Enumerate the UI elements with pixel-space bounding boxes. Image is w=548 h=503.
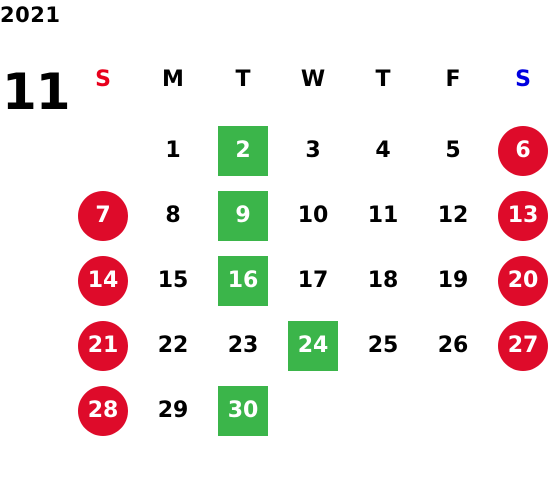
weekday-header-monday: M	[162, 67, 184, 92]
calendar-day[interactable]: 18	[367, 268, 399, 293]
calendar-day[interactable]: 8	[165, 203, 181, 228]
calendar-day-weekend[interactable]: 21	[78, 321, 128, 371]
calendar-day[interactable]: 26	[437, 333, 469, 358]
calendar-day[interactable]: 4	[375, 138, 391, 163]
calendar-day-cell	[348, 385, 418, 437]
calendar-day-weekend[interactable]: 27	[498, 321, 548, 371]
calendar-day[interactable]: 23	[227, 333, 259, 358]
calendar-day[interactable]: 3	[305, 138, 321, 163]
calendar-day-cell[interactable]: 18	[348, 255, 418, 307]
calendar-day-highlighted[interactable]: 24	[288, 321, 338, 371]
calendar-day-cell	[418, 385, 488, 437]
calendar-day[interactable]: 11	[367, 203, 399, 228]
calendar-day[interactable]: 5	[445, 138, 461, 163]
calendar-week-row: 1 2 3 4 5 6	[68, 125, 548, 177]
calendar-day[interactable]: 22	[157, 333, 189, 358]
calendar-day[interactable]: 29	[157, 398, 189, 423]
calendar-day-cell[interactable]: 4	[348, 125, 418, 177]
calendar-month: 11	[2, 63, 71, 121]
calendar-day[interactable]: 25	[367, 333, 399, 358]
calendar-year: 2021	[0, 3, 61, 27]
calendar-day-cell[interactable]: 16	[208, 255, 278, 307]
calendar-day-cell[interactable]: 2	[208, 125, 278, 177]
calendar-day-highlighted[interactable]: 30	[218, 386, 268, 436]
calendar-day-weekend[interactable]: 14	[78, 256, 128, 306]
calendar-day-cell[interactable]: 17	[278, 255, 348, 307]
calendar-week-row: 7 8 9 10 11 12 13	[68, 190, 548, 242]
calendar-day-cell[interactable]: 20	[488, 255, 548, 307]
calendar-week-row: 14 15 16 17 18 19 20	[68, 255, 548, 307]
calendar-day-cell[interactable]: 27	[488, 320, 548, 372]
calendar-day-cell	[278, 385, 348, 437]
weekday-header-thursday: T	[375, 67, 391, 92]
calendar-day-weekend[interactable]: 6	[498, 126, 548, 176]
calendar-day-cell[interactable]: 8	[138, 190, 208, 242]
weekday-header-saturday: S	[515, 67, 531, 92]
calendar-week-row: 28 29 30	[68, 385, 548, 437]
calendar-day-cell[interactable]: 6	[488, 125, 548, 177]
calendar-day-cell[interactable]: 10	[278, 190, 348, 242]
calendar-day-cell[interactable]: 13	[488, 190, 548, 242]
calendar-day-cell[interactable]: 3	[278, 125, 348, 177]
calendar-day-weekend[interactable]: 20	[498, 256, 548, 306]
weekday-header-friday: F	[445, 67, 461, 92]
calendar-day-cell[interactable]: 30	[208, 385, 278, 437]
calendar-day[interactable]: 17	[297, 268, 329, 293]
calendar-day-cell[interactable]: 1	[138, 125, 208, 177]
calendar-day-cell[interactable]: 26	[418, 320, 488, 372]
calendar-day-cell[interactable]: 19	[418, 255, 488, 307]
calendar-day-cell[interactable]: 9	[208, 190, 278, 242]
calendar-day-highlighted[interactable]: 16	[218, 256, 268, 306]
weekday-header-row: S M T W T F S	[68, 62, 548, 98]
calendar-day-cell[interactable]: 22	[138, 320, 208, 372]
calendar-day[interactable]: 19	[437, 268, 469, 293]
weekday-header-wednesday: W	[300, 67, 326, 92]
calendar-day-weekend[interactable]: 13	[498, 191, 548, 241]
calendar-day[interactable]: 12	[437, 203, 469, 228]
calendar-day-highlighted[interactable]: 2	[218, 126, 268, 176]
calendar-day-cell[interactable]: 11	[348, 190, 418, 242]
calendar-day-cell[interactable]: 14	[68, 255, 138, 307]
calendar-day-cell[interactable]: 7	[68, 190, 138, 242]
calendar-day-cell	[488, 385, 548, 437]
calendar-day-cell[interactable]: 12	[418, 190, 488, 242]
weekday-header-tuesday: T	[235, 67, 251, 92]
calendar-day-cell[interactable]: 28	[68, 385, 138, 437]
calendar-day-cell[interactable]: 5	[418, 125, 488, 177]
calendar-day[interactable]: 1	[165, 138, 181, 163]
calendar-day-highlighted[interactable]: 9	[218, 191, 268, 241]
calendar-week-row: 21 22 23 24 25 26 27	[68, 320, 548, 372]
calendar-day-cell[interactable]: 21	[68, 320, 138, 372]
calendar-day-weekend[interactable]: 7	[78, 191, 128, 241]
calendar-day-cell	[68, 125, 138, 177]
calendar-day-cell[interactable]: 15	[138, 255, 208, 307]
weekday-header-sunday: S	[95, 67, 111, 92]
calendar-day-cell[interactable]: 25	[348, 320, 418, 372]
calendar-day[interactable]: 15	[157, 268, 189, 293]
calendar-day-cell[interactable]: 29	[138, 385, 208, 437]
calendar-day-cell[interactable]: 23	[208, 320, 278, 372]
calendar-day-cell[interactable]: 24	[278, 320, 348, 372]
calendar-day[interactable]: 10	[297, 203, 329, 228]
calendar-day-weekend[interactable]: 28	[78, 386, 128, 436]
